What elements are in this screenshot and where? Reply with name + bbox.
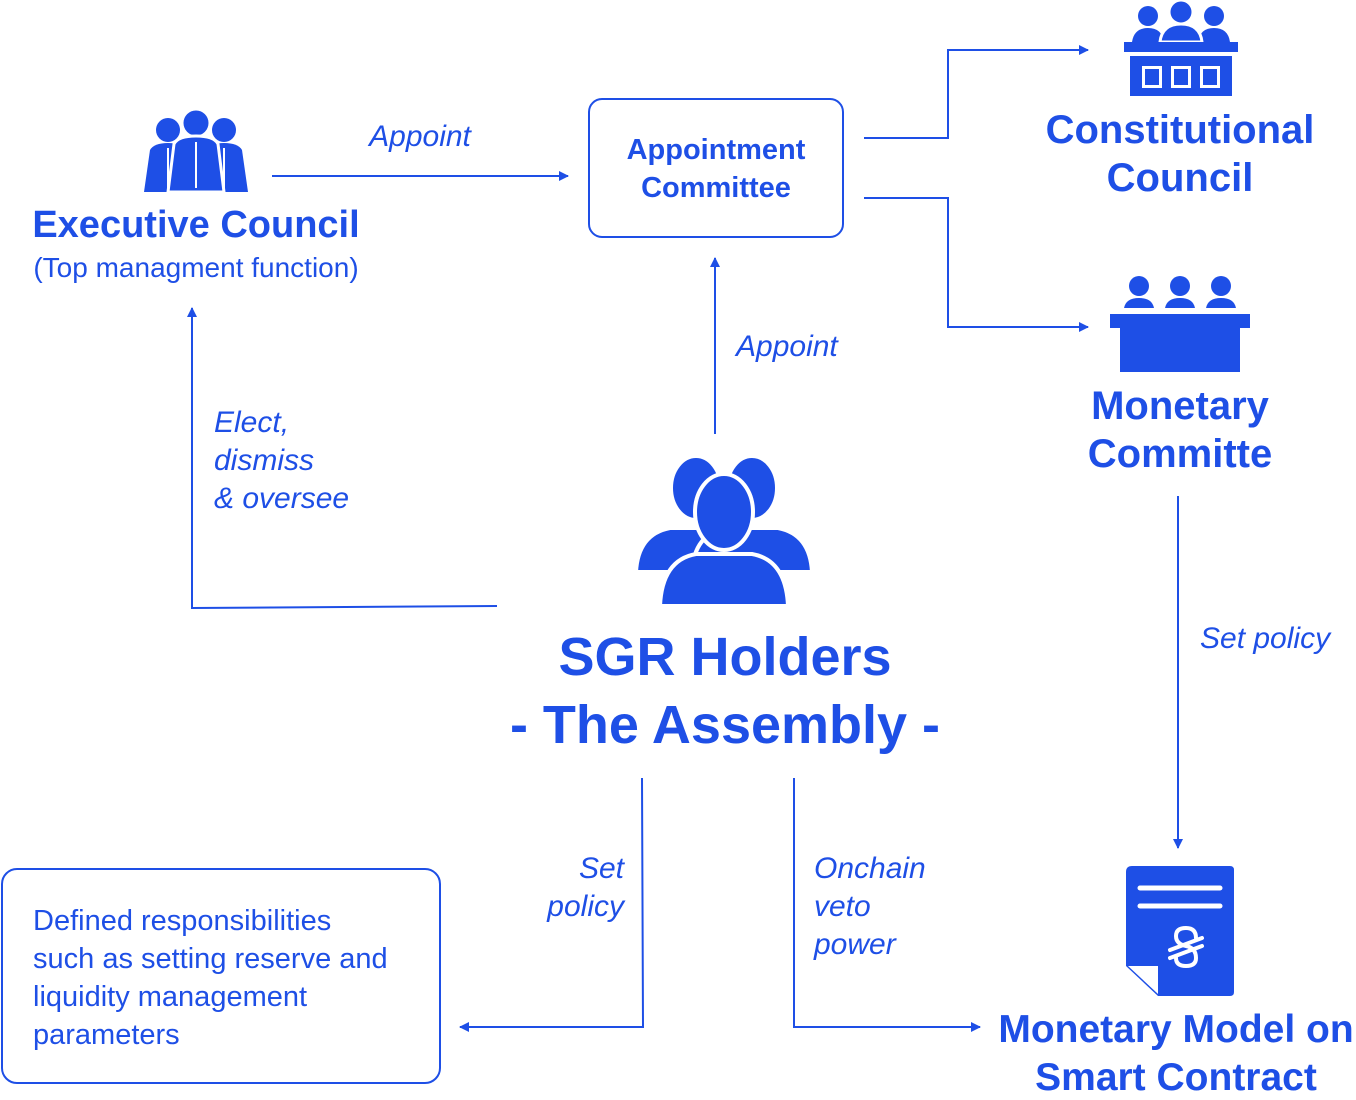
edge-appointment-to-monetary-committee <box>864 197 1089 332</box>
monetary-model-line2: Smart Contract <box>1035 1056 1317 1099</box>
edge-label-elect-line2: dismiss <box>214 444 315 477</box>
monetary-committee-line1: Monetary <box>1091 384 1269 428</box>
edge-appointment-to-constitutional <box>864 45 1089 139</box>
edge-label-set-policy-line1: Set <box>578 852 624 885</box>
edge-label-veto-line1: Onchain <box>814 852 926 885</box>
sgr-holders-title: SGR Holders <box>558 627 892 687</box>
edge-label-set-policy-line2: policy <box>547 890 624 923</box>
monetary-model-line1: Monetary Model on <box>998 1008 1354 1051</box>
business-team-icon <box>144 108 248 194</box>
appointment-committee-line2: Committee <box>641 172 791 204</box>
people-group-icon <box>634 454 814 608</box>
responsibilities-line1: Defined responsibilities <box>33 905 332 937</box>
edge-label-appoint-middle: Appoint <box>736 330 838 363</box>
sgr-holders-subtitle: - The Assembly - <box>509 695 941 755</box>
responsibilities-line4: parameters <box>33 1019 180 1051</box>
responsibilities-line3: liquidity management <box>33 981 308 1013</box>
edge-label-veto: Onchain veto power <box>814 850 974 964</box>
edge-label-appoint-top: Appoint <box>369 120 471 153</box>
responsibilities-line2: such as setting reserve and <box>33 943 388 975</box>
council-bench-icon <box>1124 0 1238 96</box>
edge-label-elect-line1: Elect, <box>214 406 290 439</box>
edge-label-veto-line2: veto <box>814 890 871 923</box>
executive-council-subtitle: (Top managment function) <box>33 252 359 283</box>
edge-holders-to-executive <box>187 307 498 610</box>
committee-table-icon <box>1110 276 1250 372</box>
appointment-committee-line1: Appointment <box>626 134 806 166</box>
edge-label-elect-line3: & oversee <box>214 482 350 515</box>
constitutional-council-line1: Constitutional <box>1045 108 1315 152</box>
smart-contract-document-icon <box>1126 866 1234 996</box>
edge-holders-to-model <box>793 778 981 1032</box>
edge-label-veto-line3: power <box>814 928 896 961</box>
edge-holders-to-responsibilities <box>459 777 645 1032</box>
appointment-committee-box: Appointment Committee <box>588 98 844 238</box>
executive-council-title: Executive Council <box>32 204 360 246</box>
edge-label-set-policy-right: Set policy <box>1200 622 1331 655</box>
monetary-committee-line2: Committe <box>1087 432 1273 476</box>
edge-label-set-policy-bottom: Set policy <box>470 850 624 926</box>
constitutional-council-line2: Council <box>1106 156 1254 200</box>
responsibilities-text: Defined responsibilities such as setting… <box>33 902 433 1054</box>
edge-label-elect: Elect, dismiss & oversee <box>214 404 414 518</box>
responsibilities-box: Defined responsibilities such as setting… <box>1 868 441 1084</box>
